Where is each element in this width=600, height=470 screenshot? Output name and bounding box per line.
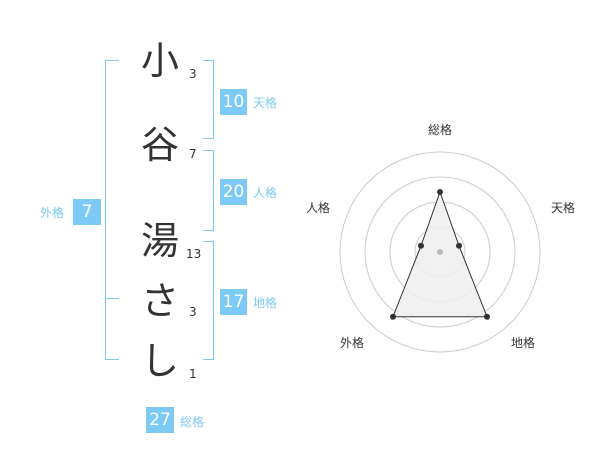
- radar-point-3: [484, 313, 490, 320]
- name-char-5: し: [140, 339, 179, 383]
- chikaku-bracket-top: [203, 241, 214, 242]
- radar-ring: [364, 176, 516, 328]
- gaikaku-label: 外格: [40, 206, 65, 220]
- radar-label-jinkaku: 人格: [306, 201, 331, 215]
- radar-point-1: [437, 189, 443, 195]
- chikaku-value: 17: [220, 289, 247, 315]
- tenkaku-value: 10: [220, 89, 247, 115]
- radar-point-2: [456, 242, 462, 249]
- gaikaku-bracket-mid: [105, 298, 119, 299]
- soukaku-value: 27: [146, 407, 174, 433]
- gaikaku-value: 7: [73, 199, 101, 225]
- radar-center: [437, 249, 443, 255]
- stroke-count-2: 7: [189, 147, 197, 161]
- jinkaku-bracket-top: [203, 150, 214, 151]
- jinkaku-value: 20: [220, 179, 247, 205]
- jinkaku-bracket: [213, 150, 214, 230]
- radar-label-tenkaku: 天格: [551, 201, 576, 215]
- radar-point-4: [390, 313, 396, 320]
- jinkaku-bracket-bottom: [203, 230, 214, 231]
- radar-label-chikaku: 地格: [511, 336, 536, 350]
- soukaku-label: 総格: [180, 415, 205, 429]
- chikaku-bracket-bottom: [203, 359, 214, 360]
- gaikaku-bracket-top: [105, 60, 119, 61]
- stroke-count-3: 13: [186, 247, 202, 261]
- radar-label-soukaku: 総格: [428, 123, 453, 137]
- radar-label-gaikaku: 外格: [340, 336, 365, 350]
- chikaku-label: 地格: [253, 296, 278, 310]
- chikaku-bracket: [213, 241, 214, 359]
- stroke-count-1: 3: [189, 67, 197, 81]
- name-char-2: 谷: [140, 123, 179, 167]
- radar-point-5: [418, 242, 424, 249]
- gaikaku-bracket: [105, 60, 106, 360]
- tenkaku-bracket: [213, 60, 214, 138]
- name-char-1: 小: [140, 39, 179, 83]
- gaikaku-bracket-bottom: [105, 359, 119, 360]
- tenkaku-label: 天格: [253, 96, 278, 110]
- name-char-3: 湯: [140, 219, 179, 263]
- stroke-count-5: 1: [189, 367, 197, 381]
- jinkaku-label: 人格: [253, 186, 278, 200]
- name-char-4: さ: [140, 279, 179, 323]
- radar-ring: [339, 151, 541, 353]
- tenkaku-bracket-top: [203, 60, 214, 61]
- tenkaku-bracket-bottom: [203, 138, 214, 139]
- stroke-count-4: 3: [189, 305, 197, 319]
